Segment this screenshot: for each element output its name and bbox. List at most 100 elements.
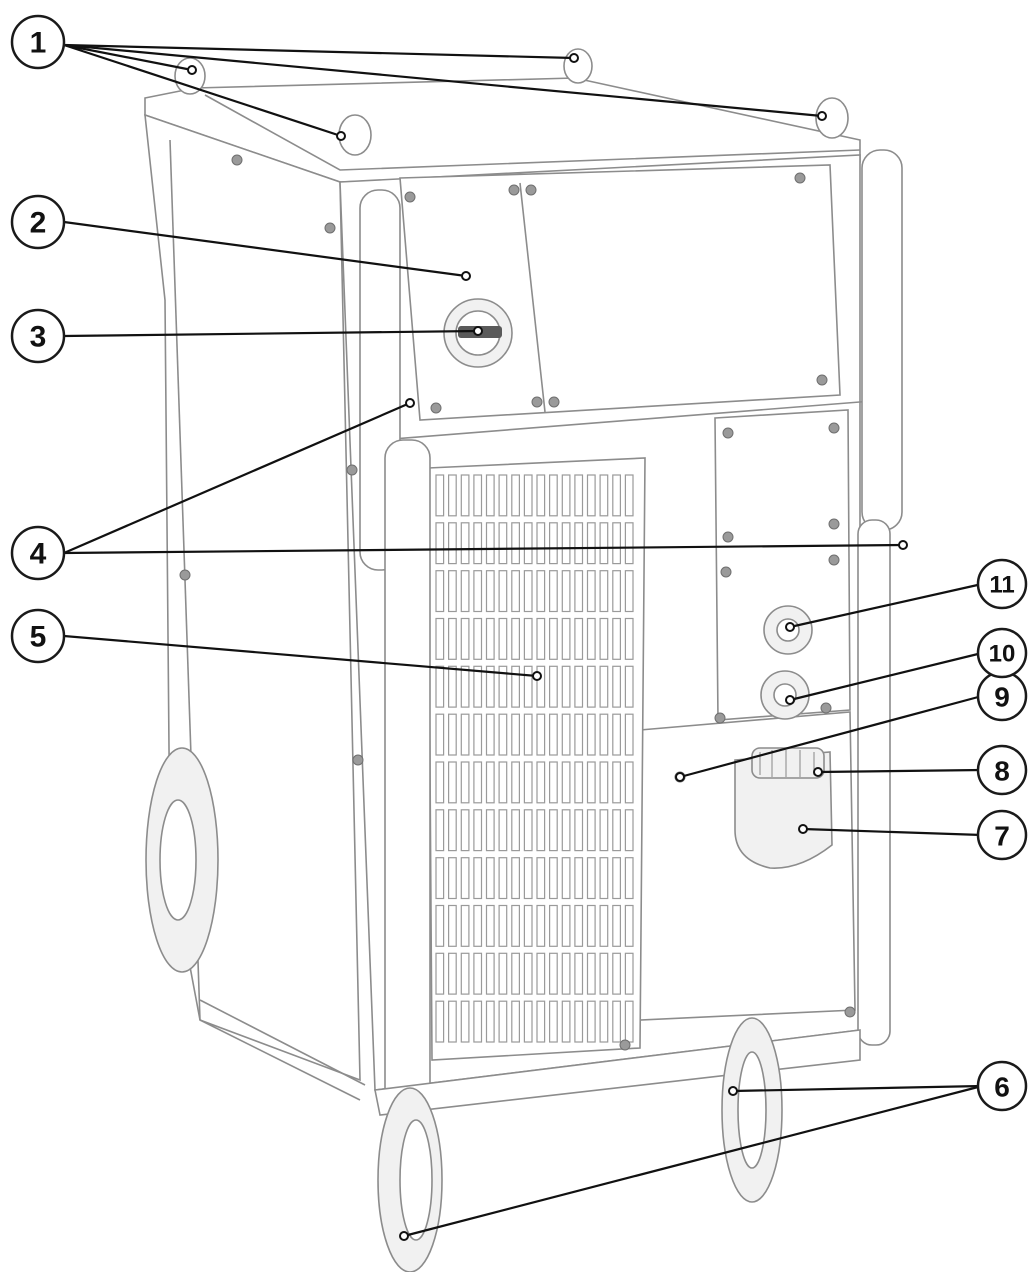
grille-slot — [498, 952, 508, 995]
grille-slot — [548, 904, 558, 947]
lid-edge — [204, 94, 861, 171]
grille-slot — [435, 617, 445, 660]
grille-slot — [448, 617, 457, 660]
leader-2 — [63, 220, 467, 278]
grille-slot — [473, 857, 483, 900]
grille-slot — [523, 713, 533, 756]
dot-4b — [898, 540, 908, 550]
grille-slot — [586, 522, 596, 565]
grille-slot — [435, 904, 445, 947]
grille-slot — [561, 474, 571, 517]
grille-slot — [498, 713, 508, 756]
grille-slot — [624, 952, 634, 995]
grille-slot — [523, 665, 533, 708]
grille-slot — [574, 570, 584, 613]
grille-slot — [561, 617, 571, 660]
leader-11 — [789, 582, 983, 629]
grille-slot — [561, 1000, 571, 1043]
grille-slot — [574, 617, 584, 660]
grille-slot — [435, 952, 445, 995]
leader-1a — [63, 43, 193, 72]
screw — [231, 154, 243, 166]
callout-4: 4 — [10, 525, 66, 581]
screw — [722, 427, 734, 439]
grille-slot — [485, 522, 495, 565]
grille-slot — [624, 617, 634, 660]
grille-slot — [498, 761, 508, 804]
grille-slot — [599, 952, 609, 995]
grille-slot — [612, 665, 621, 708]
callout-8: 8 — [976, 744, 1028, 796]
grille-slot — [448, 1000, 457, 1043]
grille-slot — [599, 522, 609, 565]
grille-slot — [561, 570, 571, 613]
grille-slot — [448, 952, 457, 995]
grille-slot — [485, 713, 495, 756]
screw — [619, 1039, 631, 1051]
callout-label: 9 — [994, 682, 1010, 713]
grille-slot — [498, 474, 508, 517]
grille-slot — [511, 665, 520, 708]
callout-label: 10 — [989, 641, 1016, 668]
grille-slot — [599, 904, 609, 947]
grille-slot — [485, 809, 495, 852]
grille-slot — [511, 904, 520, 947]
grille-slot — [612, 570, 621, 613]
grille-slot — [548, 952, 558, 995]
grille-slot — [612, 904, 621, 947]
grille-slot — [561, 857, 571, 900]
grille-slot — [586, 857, 596, 900]
grille-slot — [435, 522, 445, 565]
grille-slot — [460, 522, 470, 565]
grille-slot — [612, 952, 621, 995]
screw — [794, 172, 806, 184]
grille-slot — [448, 570, 457, 613]
grille-slot — [536, 857, 546, 900]
grille-slot — [561, 761, 571, 804]
grille-slot — [485, 617, 495, 660]
grille-slot — [448, 474, 457, 517]
front-left-wheel-hub — [399, 1119, 433, 1241]
grille-slot — [599, 857, 609, 900]
grille-slot — [561, 904, 571, 947]
grille-slot — [586, 570, 596, 613]
filler-cap — [751, 747, 825, 779]
grille-slot — [435, 474, 445, 517]
grille-slot — [599, 617, 609, 660]
grille-slot — [498, 904, 508, 947]
grille-slot — [574, 474, 584, 517]
callout-6: 6 — [976, 1060, 1028, 1112]
dot-2 — [461, 271, 471, 281]
screw — [714, 712, 726, 724]
leader-4a — [63, 401, 411, 555]
leader-dots — [187, 53, 908, 1241]
leader-1c — [63, 43, 575, 60]
grille-slot — [511, 617, 520, 660]
grille-slot — [536, 665, 546, 708]
callout-label: 7 — [994, 821, 1010, 852]
grille-slot — [536, 713, 546, 756]
callout-9: 9 — [976, 670, 1028, 722]
grille-slot — [612, 522, 621, 565]
screw — [324, 222, 336, 234]
screw — [531, 396, 543, 408]
grille-slot — [523, 1000, 533, 1043]
callout-label: 6 — [994, 1072, 1010, 1103]
grille-slot — [460, 952, 470, 995]
grille-slot — [536, 617, 546, 660]
grille-slot — [448, 713, 457, 756]
grille-slot — [473, 809, 483, 852]
grille-slot — [523, 522, 533, 565]
grille-slot — [473, 1000, 483, 1043]
grille-slot — [586, 952, 596, 995]
grille-slot — [574, 857, 584, 900]
grille-slot — [612, 713, 621, 756]
side-rail-lower — [199, 1019, 361, 1101]
grille-slot — [612, 809, 621, 852]
grille-slot — [536, 952, 546, 995]
grille-slot — [612, 474, 621, 517]
grille-slot — [548, 665, 558, 708]
leader-lines — [63, 43, 983, 1238]
grille-slot — [460, 1000, 470, 1043]
